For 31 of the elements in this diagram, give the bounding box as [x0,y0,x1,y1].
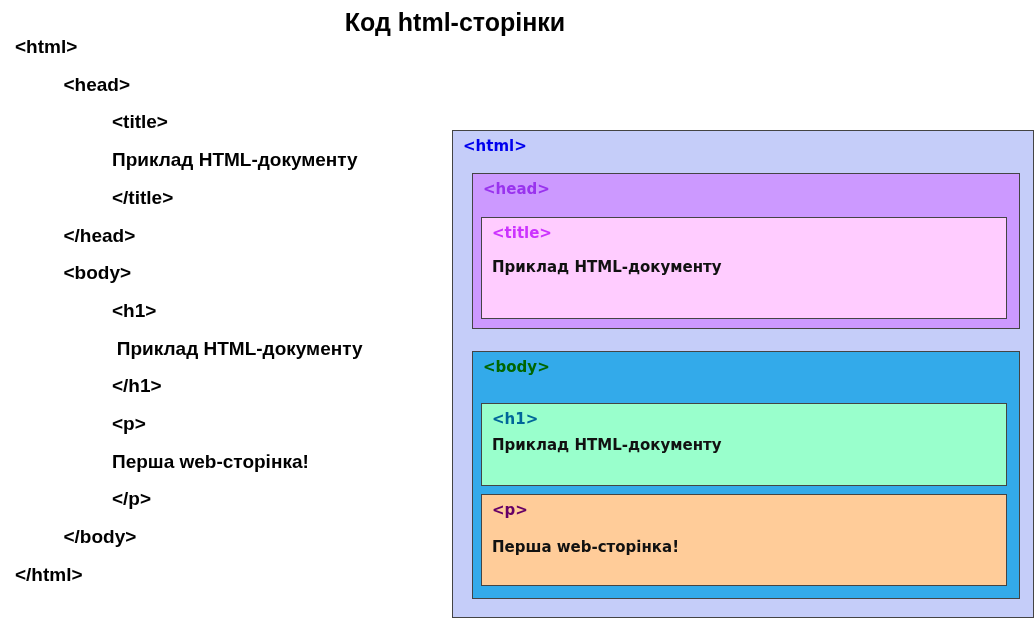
tag-label: <p> [492,501,528,519]
tag-label: <title> [492,224,552,242]
tag-label: <body> [483,358,550,376]
tag-label: <html> [463,137,527,155]
content-text: Приклад HTML-документу [492,258,722,276]
nested-box [481,494,1007,586]
code-line: <title> [112,111,168,134]
code-line: Приклад HTML-документу [116,337,363,360]
content-text: Приклад HTML-документу [492,436,722,454]
code-line: <body> [63,262,132,285]
code-line: </html> [15,563,83,586]
code-line: <html> [15,36,78,58]
code-line: </head> [63,224,136,247]
tag-label: <h1> [492,410,539,428]
code-line: Перша web-сторінка! [112,450,309,473]
content-text: Перша web-сторінка! [492,538,679,556]
code-line: <h1> [112,299,157,322]
section-box [472,173,1020,329]
tag-label: <head> [483,180,550,198]
code-line: </title> [112,186,174,209]
code-line: </p> [112,488,152,511]
outer-box [452,130,1034,618]
page-title: Код html-сторінки [343,8,567,37]
code-line: <head> [63,73,131,96]
code-line: <p> [112,413,146,435]
code-line: Приклад HTML-документу [112,149,358,172]
section-box [472,351,1020,599]
nested-box [481,403,1007,486]
code-line: </h1> [112,375,162,398]
code-line: </body> [63,526,137,549]
nested-box [481,217,1007,319]
